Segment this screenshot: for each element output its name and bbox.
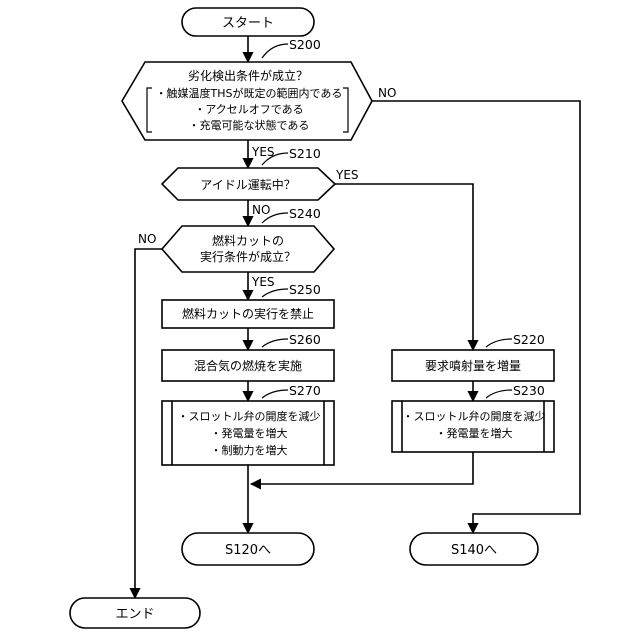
process-s270: ・スロットル弁の開度を減少 ・発電量を増大 ・制動力を増大 — [162, 401, 334, 465]
s230-step-label: S230 — [513, 383, 545, 398]
process-s230: ・スロットル弁の開度を減少 ・発電量を増大 — [392, 401, 554, 452]
s220-text: 要求噴射量を増量 — [425, 358, 521, 373]
process-s220: 要求噴射量を増量 — [392, 350, 554, 381]
s210-step-label: S210 — [289, 146, 321, 161]
s270-line-3: ・制動力を増大 — [211, 443, 288, 457]
s200-condition-1: ・触媒温度THSが既定の範囲内である — [156, 86, 343, 100]
s200-leader — [262, 44, 288, 58]
s240-line-1: 燃料カットの — [212, 233, 284, 248]
s240-step-label: S240 — [289, 206, 321, 221]
decision-s210: アイドル運転中？ — [162, 168, 335, 200]
s230-line-1: ・スロットル弁の開度を減少 — [403, 409, 546, 423]
end-terminal: エンド — [70, 598, 200, 628]
s270-step-label: S270 — [289, 383, 321, 398]
s250-step-label: S250 — [289, 282, 321, 297]
to-s140-label: S140へ — [451, 543, 497, 558]
terminal-s120: S120へ — [182, 533, 314, 565]
s270-line-2: ・発電量を増大 — [211, 426, 288, 440]
start-label: スタート — [222, 16, 274, 31]
s260-text: 混合気の燃焼を実施 — [194, 358, 302, 373]
s210-text: アイドル運転中？ — [200, 177, 295, 192]
s260-leader — [262, 339, 288, 347]
process-s250: 燃料カットの実行を禁止 — [162, 300, 334, 328]
s250-text: 燃料カットの実行を禁止 — [182, 306, 314, 321]
s230-line-2: ・発電量を増大 — [436, 426, 513, 440]
s200-yes-label: YES — [251, 145, 275, 159]
s200-step-label: S200 — [289, 37, 321, 52]
process-s260: 混合気の燃焼を実施 — [162, 350, 334, 381]
terminal-s140: S140へ — [410, 533, 538, 565]
s240-no-label: NO — [138, 232, 156, 246]
s200-condition-2: ・アクセルオフである — [194, 103, 303, 116]
start-terminal: スタート — [182, 8, 314, 36]
s210-no-label: NO — [252, 203, 270, 217]
decision-s200: 劣化検出条件が成立？ ・触媒温度THSが既定の範囲内である ・アクセルオフである… — [122, 62, 372, 140]
s270-leader — [262, 390, 288, 398]
s200-condition-3: ・充電可能な状態である — [189, 118, 310, 132]
s270-line-1: ・スロットル弁の開度を減少 — [178, 409, 321, 423]
s250-leader — [262, 289, 288, 297]
s230-leader — [486, 390, 512, 398]
end-label: エンド — [115, 607, 154, 622]
s220-leader — [486, 339, 512, 347]
s220-step-label: S220 — [513, 332, 545, 347]
s240-line-2: 実行条件が成立？ — [200, 249, 296, 264]
s240-yes-label: YES — [251, 275, 275, 289]
s260-step-label: S260 — [289, 332, 321, 347]
s200-title: 劣化検出条件が成立？ — [188, 68, 308, 83]
s210-yes-label: YES — [335, 168, 359, 182]
s200-no-label: NO — [378, 86, 396, 100]
decision-s240: 燃料カットの 実行条件が成立？ — [162, 226, 334, 272]
to-s120-label: S120へ — [225, 543, 271, 558]
